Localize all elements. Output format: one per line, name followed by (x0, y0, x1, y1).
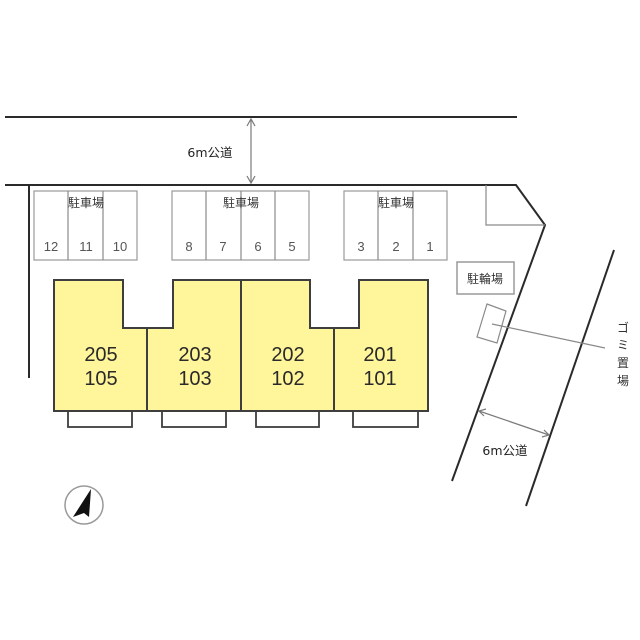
balcony (255, 410, 320, 428)
unit-number-upper: 205 (84, 344, 117, 366)
parking-block-3: 駐車場 3 2 1 (343, 190, 448, 261)
stall-number: 5 (288, 239, 295, 254)
balcony (352, 410, 419, 428)
stall-number: 7 (219, 239, 226, 254)
site-boundary (5, 184, 547, 482)
balcony (161, 410, 227, 428)
garbage-area: ゴ ミ 置 場 (476, 303, 629, 388)
bicycle-parking-label: 駐輪場 (467, 271, 503, 286)
garbage-label-char: 場 (617, 374, 629, 388)
north-road: 6m公道 (5, 116, 547, 482)
north-arrow-icon (64, 485, 104, 525)
stall-number: 8 (185, 239, 192, 254)
unit-number-upper: 202 (271, 344, 304, 366)
north-road-dimension (246, 117, 256, 185)
unit-number-lower: 103 (178, 368, 211, 390)
east-road-edge (525, 249, 615, 507)
parking-label: 駐車場 (223, 195, 259, 210)
garbage-leader-line (491, 323, 606, 349)
unit-number-lower: 105 (84, 368, 117, 390)
balcony (67, 410, 133, 428)
stall-number: 2 (392, 239, 399, 254)
stall-number: 6 (254, 239, 261, 254)
bicycle-parking: 駐輪場 (456, 261, 515, 295)
building: 205 105 203 103 202 102 201 101 (53, 279, 429, 428)
garbage-spot (476, 303, 507, 344)
east-road: 6m公道 (477, 249, 615, 507)
stall-number: 10 (113, 239, 127, 254)
parking-label: 駐車場 (68, 195, 104, 210)
corner-area (485, 185, 545, 226)
north-road-label: 6m公道 (187, 145, 233, 160)
garbage-label-char: ミ (617, 338, 629, 352)
unit-number-lower: 101 (363, 368, 396, 390)
garbage-label-char: 置 (617, 356, 629, 370)
stall-number: 3 (357, 239, 364, 254)
unit-number-upper: 203 (178, 344, 211, 366)
stall-number: 12 (44, 239, 58, 254)
unit-number-upper: 201 (363, 344, 396, 366)
east-road-dimension (477, 408, 551, 438)
parking-block-1: 駐車場 12 11 10 (33, 190, 138, 261)
stall-number: 1 (426, 239, 433, 254)
parking-block-2: 駐車場 8 7 6 5 (171, 190, 310, 261)
unit-number-lower: 102 (271, 368, 304, 390)
stall-number: 11 (79, 239, 93, 254)
garbage-label-char: ゴ (617, 320, 629, 335)
unit-201 (333, 279, 429, 412)
east-road-label: 6m公道 (482, 443, 528, 458)
parking-label: 駐車場 (378, 195, 414, 210)
